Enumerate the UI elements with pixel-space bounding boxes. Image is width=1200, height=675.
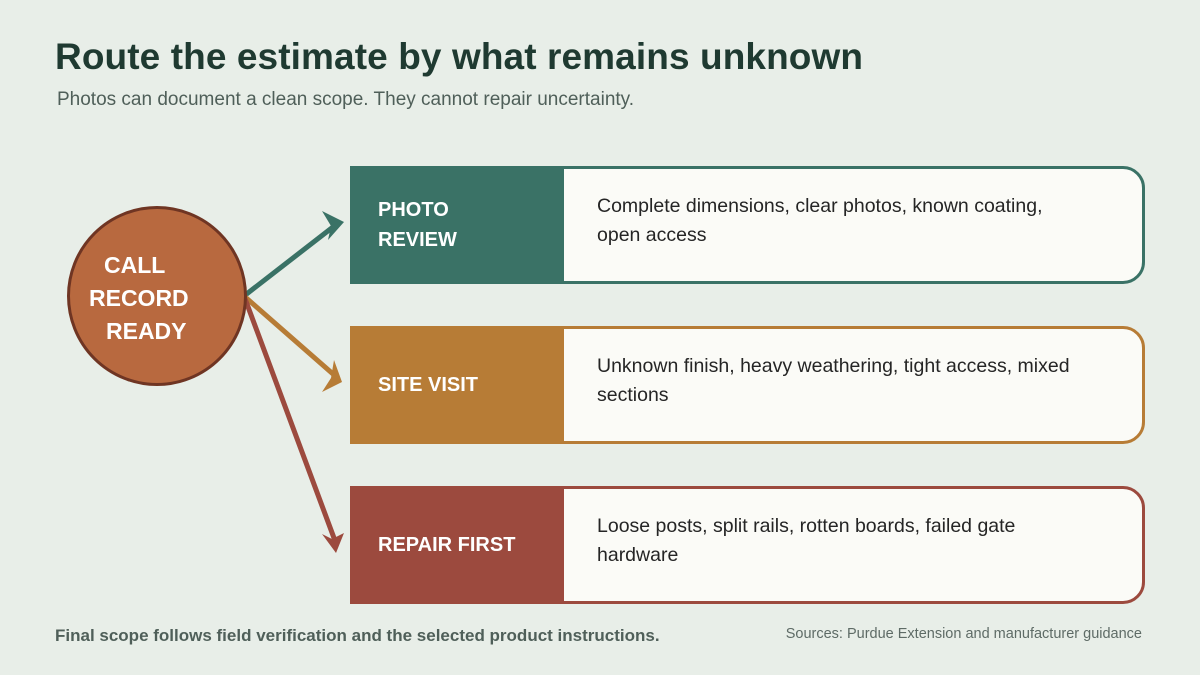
route-label-repair-first: REPAIR FIRST <box>353 489 564 601</box>
route-description-repair-first: Loose posts, split rails, rotten boards,… <box>597 515 1016 566</box>
connector-photo-review <box>241 211 344 299</box>
route-label-photo-review: PHOTO REVIEW <box>353 169 564 281</box>
arrowhead-photo-review <box>322 211 344 240</box>
hub-label-line: READY <box>106 318 187 344</box>
footer-note: Final scope follows field verification a… <box>55 626 660 645</box>
route-label-line: REVIEW <box>378 229 457 251</box>
connector-line-photo-review <box>241 224 336 299</box>
call-record-ready-hub: CALL RECORD READY <box>67 206 247 386</box>
arrowhead-site-visit <box>322 360 342 392</box>
route-description-site-visit: Unknown finish, heavy weathering, tight … <box>597 355 1070 406</box>
route-label-site-visit: SITE VISIT <box>353 329 564 441</box>
sources-note: Sources: Purdue Extension and manufactur… <box>785 626 1142 642</box>
route-label-line: REPAIR FIRST <box>378 534 516 556</box>
route-description-photo-review: Complete dimensions, clear photos, known… <box>597 195 1043 246</box>
connector-line-site-visit <box>241 293 336 377</box>
arrowhead-repair-first <box>322 533 344 553</box>
page-subtitle: Photos can document a clean scope. They … <box>57 89 635 110</box>
route-label-line: SITE VISIT <box>378 374 479 396</box>
route-card-repair-first: REPAIR FIRST Loose posts, split rails, r… <box>350 486 1145 604</box>
hub-label-line: CALL <box>104 252 166 278</box>
connector-site-visit <box>241 293 342 392</box>
page-title: Route the estimate by what remains unkno… <box>55 36 864 77</box>
route-card-site-visit: SITE VISIT Unknown finish, heavy weather… <box>350 326 1145 444</box>
connector-repair-first <box>241 293 344 553</box>
route-card-photo-review: PHOTO REVIEW Complete dimensions, clear … <box>350 166 1145 284</box>
connector-line-repair-first <box>241 293 337 541</box>
hub-label-line: RECORD <box>89 285 189 311</box>
route-label-line: PHOTO <box>378 199 449 221</box>
